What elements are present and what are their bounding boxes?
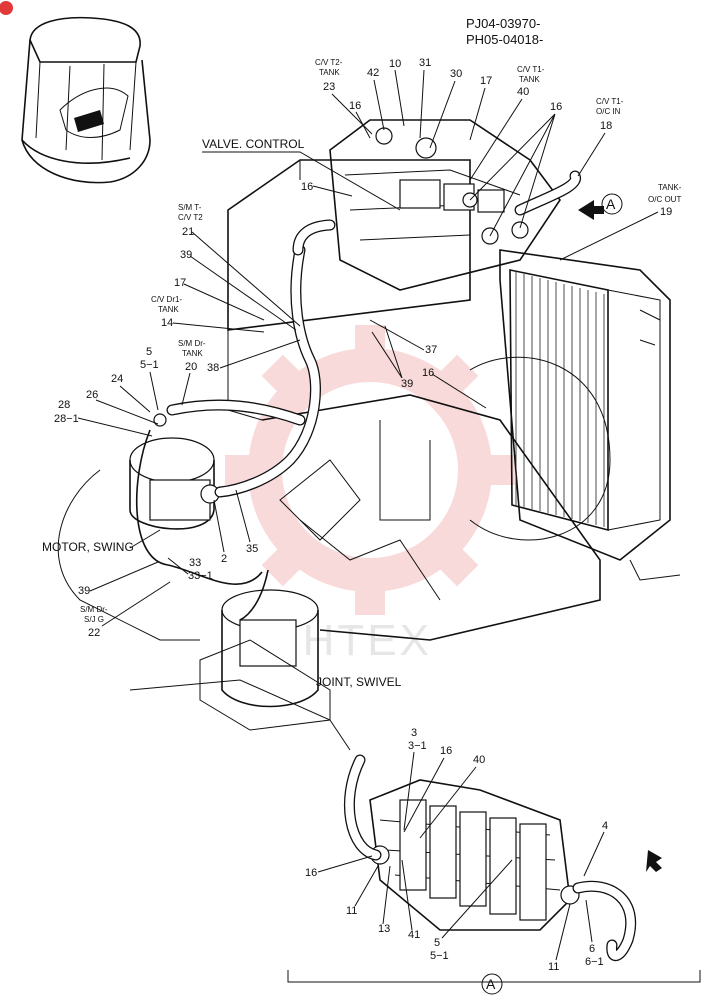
part-42: 42	[367, 67, 379, 79]
caption-cv-t2-tank-1: C/V T2-	[315, 58, 343, 67]
part-39b: 39	[401, 378, 413, 390]
caption-cv-t1-oc-in-2: O/C IN	[596, 107, 621, 116]
part-16a: 16	[349, 100, 361, 112]
part-16e: 16	[440, 745, 452, 757]
view-a-callout-label: A	[606, 196, 616, 212]
part-23: 23	[323, 81, 335, 93]
detail-direction-arrow-icon	[646, 850, 662, 872]
part-41: 41	[408, 929, 420, 941]
caption-cv-t2-tank-2: TANK	[319, 68, 340, 77]
part-3: 3	[411, 727, 417, 739]
part-33-1: 33−1	[188, 570, 213, 582]
serial-range-2: PH05-04018-	[466, 32, 543, 47]
part-10: 10	[389, 58, 401, 70]
part-31: 31	[419, 57, 431, 69]
part-5b-1: 5−1	[430, 950, 449, 962]
leader-motor-swing	[129, 529, 161, 549]
title-valve-control: VALVE. CONTROL	[202, 137, 305, 151]
part-16b: 16	[550, 101, 562, 113]
caption-cv-t1-tank-1: C/V T1-	[517, 65, 545, 74]
serial-range-1: PJ04-03970-	[466, 16, 540, 31]
view-a-section-label: A	[486, 976, 496, 992]
callouts-left: 5 5−1 24 26 28 28−1 2 35 33 33−1 39 22	[54, 346, 258, 639]
part-39a: 39	[180, 249, 192, 261]
part-13: 13	[378, 923, 390, 935]
part-26: 26	[86, 389, 98, 401]
part-28-1: 28−1	[54, 413, 79, 425]
part-20: 20	[185, 361, 197, 373]
watermark-gear-icon	[248, 348, 492, 592]
caption-sm-dr-tank-1: S/M Dr-	[178, 339, 206, 348]
detail-view-a	[287, 754, 701, 983]
part-28: 28	[58, 399, 70, 411]
caption-sm-t-cv-t2-2: C/V T2	[178, 213, 203, 222]
part-40b: 40	[473, 754, 485, 766]
hoses	[135, 170, 581, 621]
part-16d: 16	[422, 367, 434, 379]
radiator-fins	[515, 272, 605, 527]
part-2: 2	[221, 553, 227, 565]
title-motor-swing: MOTOR, SWING	[42, 540, 134, 554]
callouts-upper: 23 16 42 10 31 30 17 40 16 18 16 19 21 3…	[161, 57, 672, 409]
caption-sm-dr-tank-2: TANK	[182, 349, 203, 358]
part-35: 35	[246, 543, 258, 555]
part-14: 14	[161, 317, 173, 329]
part-33: 33	[189, 557, 201, 569]
view-a-callout-circle	[601, 193, 623, 215]
part-19: 19	[660, 206, 672, 218]
part-16c: 16	[301, 181, 313, 193]
machine-overview-icon	[0, 1, 151, 184]
part-21: 21	[182, 226, 194, 238]
part-17a: 17	[480, 75, 492, 87]
caption-cv-t1-oc-in-1: C/V T1-	[596, 97, 624, 106]
view-a-section-circle	[481, 973, 503, 995]
part-37: 37	[425, 344, 437, 356]
part-18: 18	[600, 120, 612, 132]
caption-sm-t-cv-t2-1: S/M T-	[178, 203, 202, 212]
callouts-detail: 3 3−1 16 40 16 11 13 41 5 5−1 4 6 6−1 11	[305, 727, 608, 973]
part-6: 6	[589, 943, 595, 955]
caption-tank-oc-out-2: O/C OUT	[648, 195, 681, 204]
part-5: 5	[146, 346, 152, 358]
part-30: 30	[450, 68, 462, 80]
leader-valve-control	[202, 151, 401, 211]
caption-tank-oc-out-1: TANK-	[658, 183, 682, 192]
part-40a: 40	[517, 86, 529, 98]
caption-sm-dr-sjg-1: S/M Dr-	[80, 605, 108, 614]
caption-cv-t1-tank-2: TANK	[519, 75, 540, 84]
part-24: 24	[111, 373, 123, 385]
view-a-arrow-icon	[578, 200, 604, 220]
caption-sm-dr-sjg-2: S/J G	[84, 615, 104, 624]
part-5b: 5	[434, 937, 440, 949]
part-4: 4	[602, 820, 608, 832]
part-22: 22	[88, 627, 100, 639]
caption-cv-dr1-tank-2: TANK	[158, 305, 179, 314]
main-assembly	[57, 119, 681, 751]
part-3-1: 3−1	[408, 740, 427, 752]
part-11a: 11	[346, 905, 357, 917]
part-17b: 17	[174, 277, 186, 289]
view-a-bracket	[287, 970, 701, 983]
title-joint-swivel: JOINT, SWIVEL	[316, 675, 402, 689]
part-16f: 16	[305, 867, 317, 879]
part-5-1: 5−1	[140, 359, 159, 371]
part-38: 38	[207, 362, 219, 374]
part-11b: 11	[548, 961, 559, 973]
caption-cv-dr1-tank-1: C/V Dr1-	[151, 295, 182, 304]
part-39c: 39	[78, 585, 90, 597]
part-6-1: 6−1	[585, 956, 604, 968]
